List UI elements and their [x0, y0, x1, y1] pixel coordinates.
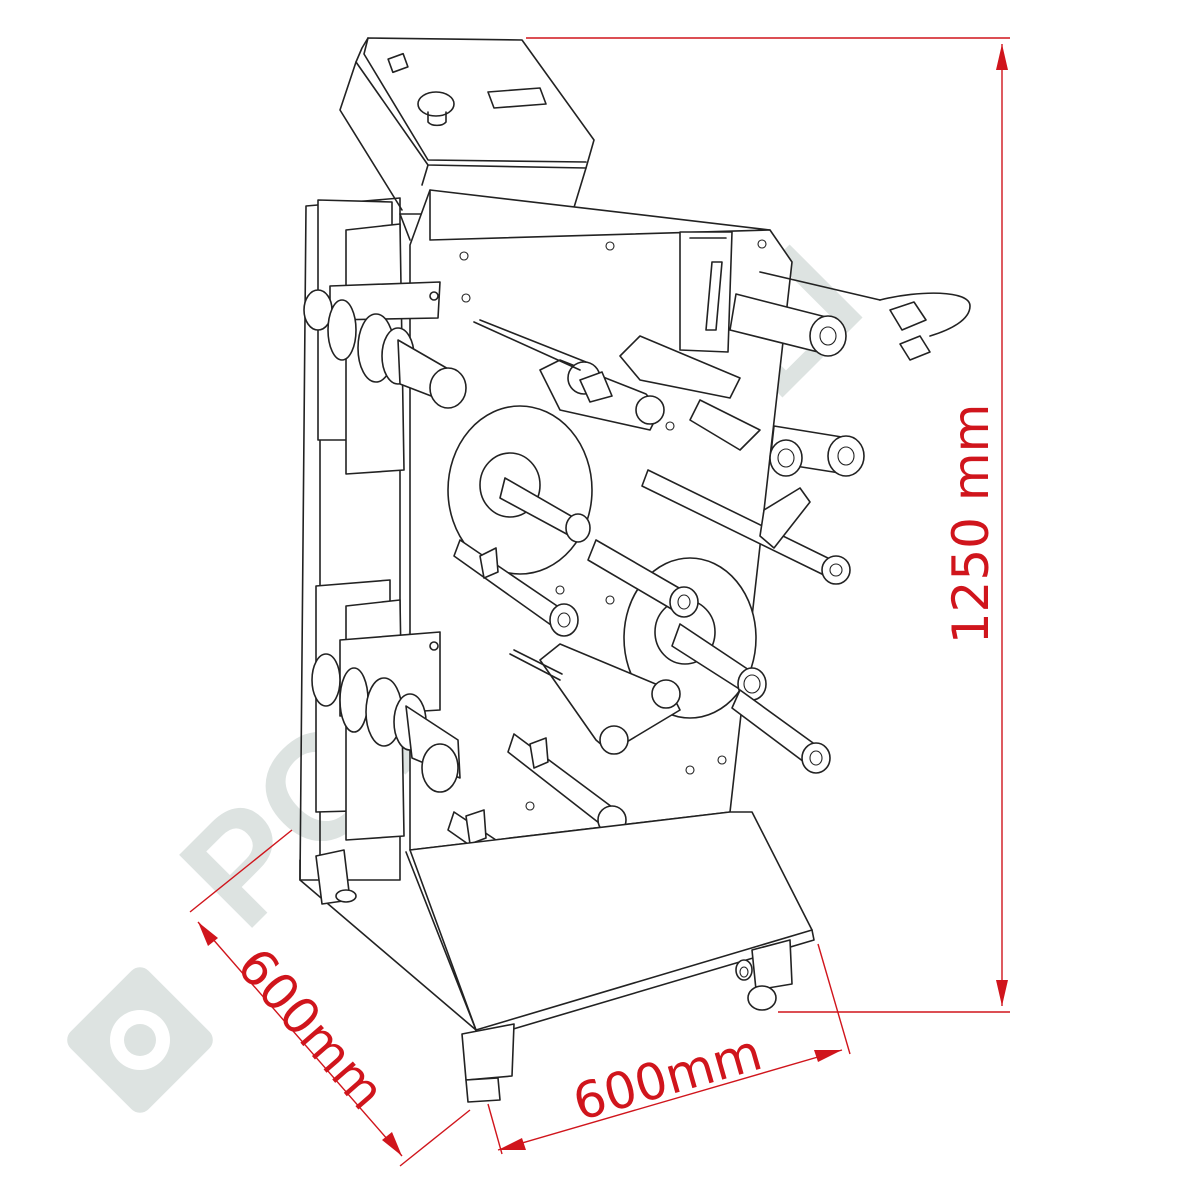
height-dimension: 1250 mm [526, 37, 1010, 1013]
power-switch-icon [387, 52, 409, 74]
upper-dancer-arm [473, 319, 761, 451]
lower-dancer-arm [509, 643, 681, 755]
emergency-stop-icon [417, 91, 455, 117]
display-icon [487, 87, 547, 109]
watermark-logo-icon [67, 967, 213, 1113]
width-label: 600mm [567, 1023, 768, 1132]
lower-reel-holder [311, 579, 461, 841]
machine-base [299, 811, 815, 1103]
upper-reel-holder [303, 199, 467, 475]
upper-disc [447, 405, 593, 575]
machine-drawing [299, 37, 971, 1103]
idler-rollers [447, 271, 881, 905]
depth-label: 600mm [226, 937, 396, 1121]
control-box [339, 37, 595, 215]
height-label: 1250 mm [942, 404, 1000, 645]
sensor [879, 292, 971, 361]
